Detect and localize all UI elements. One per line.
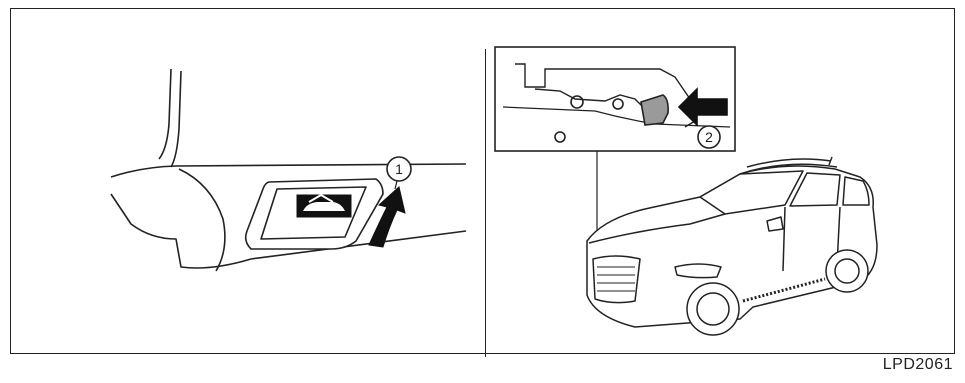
suv-vehicle-icon	[587, 157, 877, 335]
door-edge-line	[159, 69, 171, 159]
callout-1: 1	[387, 157, 411, 189]
callout-2-label: 2	[705, 129, 713, 145]
hood-release-car-icon	[297, 195, 351, 217]
figure-id: LPD2061	[883, 356, 953, 374]
right-panel-vehicle-illustration: 2	[485, 9, 955, 349]
dash-top-line	[111, 164, 466, 177]
diagram-frame: 1 2	[10, 8, 955, 354]
door-edge-line-inner	[171, 71, 181, 167]
callout-1-label: 1	[395, 161, 403, 177]
kick-panel-curve	[179, 169, 225, 271]
left-panel-lever-illustration: 1	[11, 9, 481, 349]
